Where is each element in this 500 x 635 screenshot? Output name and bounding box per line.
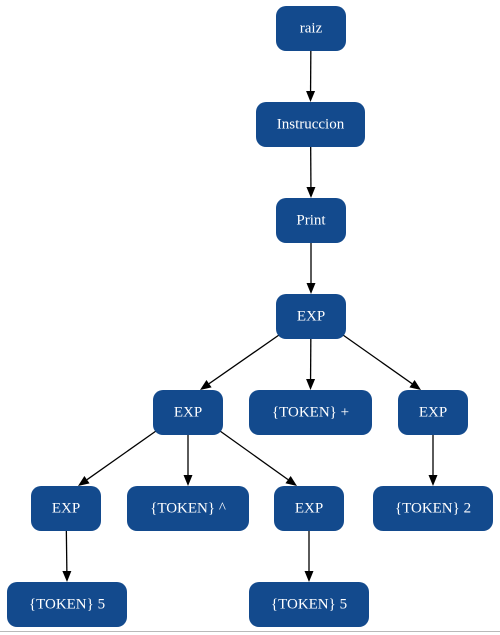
node-raiz-box bbox=[276, 6, 346, 51]
edge-exp_ll-to-token_5a bbox=[65, 530, 68, 572]
node-instruccion: Instruccion bbox=[256, 102, 365, 147]
edge-exp_root-to-exp_left bbox=[208, 334, 280, 385]
node-exp-ll-label: EXP bbox=[52, 500, 80, 516]
node-exp-root-label: EXP bbox=[297, 308, 325, 324]
node-raiz-label: raiz bbox=[300, 20, 323, 36]
arrowhead-exp_root-to-exp_left bbox=[200, 380, 212, 390]
node-token-5b-box bbox=[249, 582, 369, 627]
node-token-2-box bbox=[373, 486, 493, 531]
arrowhead-instruccion-to-print bbox=[306, 186, 316, 198]
arrowhead-print-to-exp_root bbox=[306, 283, 316, 294]
nodes-layer: raiz Instruccion Print EXP EXP {TOKEN} +… bbox=[7, 6, 493, 627]
node-token-2: {TOKEN} 2 bbox=[373, 486, 493, 531]
node-exp-lr-box bbox=[274, 486, 344, 531]
arrowhead-exp_lr-to-token_5b bbox=[304, 571, 314, 582]
node-token-caret-label: {TOKEN} ^ bbox=[150, 500, 226, 516]
node-exp-root-box bbox=[276, 294, 346, 339]
node-token-2-label: {TOKEN} 2 bbox=[395, 500, 471, 516]
node-exp-left-label: EXP bbox=[174, 404, 202, 420]
node-token-5a-box bbox=[7, 582, 127, 627]
edge-exp_left-to-exp_lr bbox=[219, 430, 289, 481]
arrowhead-exp_left-to-exp_ll bbox=[78, 475, 90, 486]
node-token-plus: {TOKEN} + bbox=[249, 390, 372, 435]
node-raiz: raiz bbox=[276, 6, 346, 51]
arrowhead-exp_left-to-exp_lr bbox=[285, 475, 297, 486]
arrowhead-exp_root-to-exp_right bbox=[409, 379, 421, 390]
arrowhead-exp_ll-to-token_5a bbox=[62, 570, 72, 582]
node-exp-ll-box bbox=[31, 486, 101, 531]
arrowhead-exp_right-to-token_2 bbox=[428, 475, 438, 486]
node-token-plus-box bbox=[249, 390, 372, 435]
node-print-label: Print bbox=[296, 212, 326, 228]
node-token-5a: {TOKEN} 5 bbox=[7, 582, 127, 627]
node-exp-right: EXP bbox=[398, 390, 468, 435]
bottom-divider bbox=[0, 631, 500, 632]
node-exp-ll: EXP bbox=[31, 486, 101, 531]
node-print: Print bbox=[276, 198, 346, 243]
node-token-5b: {TOKEN} 5 bbox=[249, 582, 369, 627]
node-instruccion-box bbox=[256, 102, 365, 147]
node-exp-root: EXP bbox=[276, 294, 346, 339]
arrowhead-exp_root-to-token_plus bbox=[306, 378, 316, 390]
arrowhead-exp_left-to-token_caret bbox=[183, 475, 193, 486]
node-exp-right-box bbox=[398, 390, 468, 435]
node-token-caret-box bbox=[127, 486, 249, 531]
edge-exp_root-to-exp_right bbox=[342, 334, 413, 385]
node-token-plus-label: {TOKEN} + bbox=[272, 404, 349, 420]
edge-exp_left-to-exp_ll bbox=[86, 430, 157, 481]
node-exp-right-label: EXP bbox=[419, 404, 447, 420]
node-exp-lr-label: EXP bbox=[295, 500, 323, 516]
node-token-5b-label: {TOKEN} 5 bbox=[271, 596, 347, 612]
node-exp-lr: EXP bbox=[274, 486, 344, 531]
node-token-caret: {TOKEN} ^ bbox=[127, 486, 249, 531]
edges-layer bbox=[62, 50, 438, 582]
node-exp-left-box bbox=[153, 390, 223, 435]
arrowhead-raiz-to-instruccion bbox=[306, 90, 316, 102]
node-exp-left: EXP bbox=[153, 390, 223, 435]
node-token-5a-label: {TOKEN} 5 bbox=[29, 596, 105, 612]
node-print-box bbox=[276, 198, 346, 243]
node-instruccion-label: Instruccion bbox=[277, 116, 345, 132]
